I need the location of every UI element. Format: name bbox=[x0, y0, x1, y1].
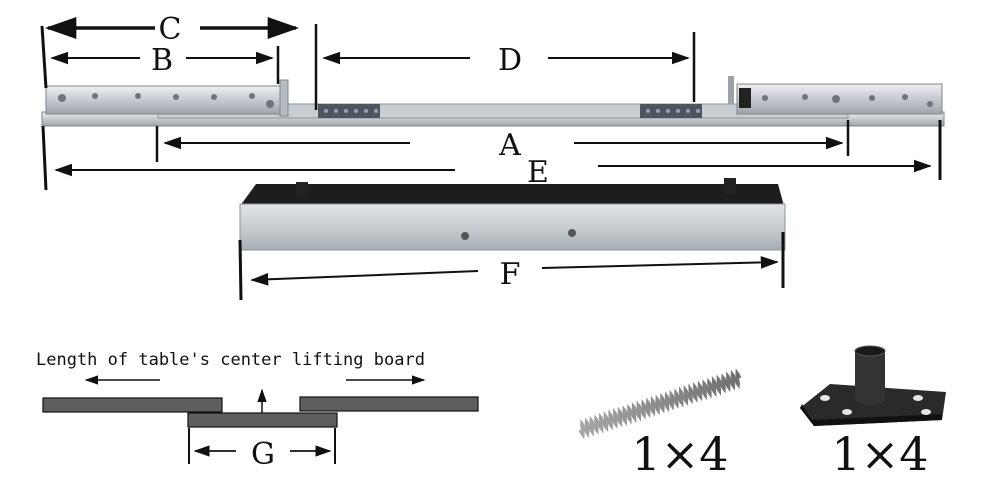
dimension-a-label: A bbox=[498, 128, 521, 163]
dimension-f-arrow-right bbox=[541, 256, 779, 269]
plate-tube bbox=[855, 351, 885, 401]
dimension-c-label: C bbox=[159, 12, 182, 47]
extension-line-e-left bbox=[41, 125, 48, 191]
dimension-f-label: F bbox=[500, 257, 521, 292]
right-stop-post bbox=[728, 76, 734, 104]
beam-right-clip bbox=[724, 178, 736, 194]
extension-line-left-outer bbox=[40, 25, 48, 89]
left-mounting-bracket bbox=[45, 85, 283, 115]
dimension-f-arrow-left bbox=[250, 270, 479, 286]
mounting-plate-icon bbox=[800, 345, 946, 426]
beam-hole-left bbox=[461, 232, 469, 240]
bearing-cage-right bbox=[640, 104, 702, 118]
plate-base-edge bbox=[800, 404, 942, 426]
spring-quantity: 1×4 bbox=[631, 427, 728, 481]
board-left-leaf bbox=[42, 397, 223, 413]
extension-line-f-left bbox=[238, 239, 243, 301]
center-lifting-beam bbox=[239, 178, 786, 251]
slide-rail-assembly bbox=[41, 76, 945, 127]
bracket-quantity: 1×4 bbox=[831, 427, 928, 481]
beam-hole-right bbox=[568, 229, 576, 237]
bearing-cage-left bbox=[318, 104, 380, 118]
lifting-board-caption: Length of table's center lifting board bbox=[36, 350, 425, 370]
beam-left-clip bbox=[296, 182, 308, 196]
beam-top-face bbox=[240, 184, 784, 206]
dimension-e-label: E bbox=[527, 155, 549, 190]
dimension-b-label: B bbox=[151, 43, 173, 78]
spring-icon bbox=[578, 368, 742, 440]
right-stop-block bbox=[739, 88, 751, 108]
board-center-piece bbox=[187, 412, 338, 428]
beam-front-face bbox=[239, 203, 786, 251]
dimension-d-label: D bbox=[498, 43, 522, 78]
board-right-leaf bbox=[299, 396, 479, 412]
spring-coil bbox=[578, 368, 742, 440]
plate-tube-top bbox=[854, 345, 886, 357]
dimension-g-label: G bbox=[251, 437, 275, 472]
left-stop-post bbox=[279, 79, 289, 117]
